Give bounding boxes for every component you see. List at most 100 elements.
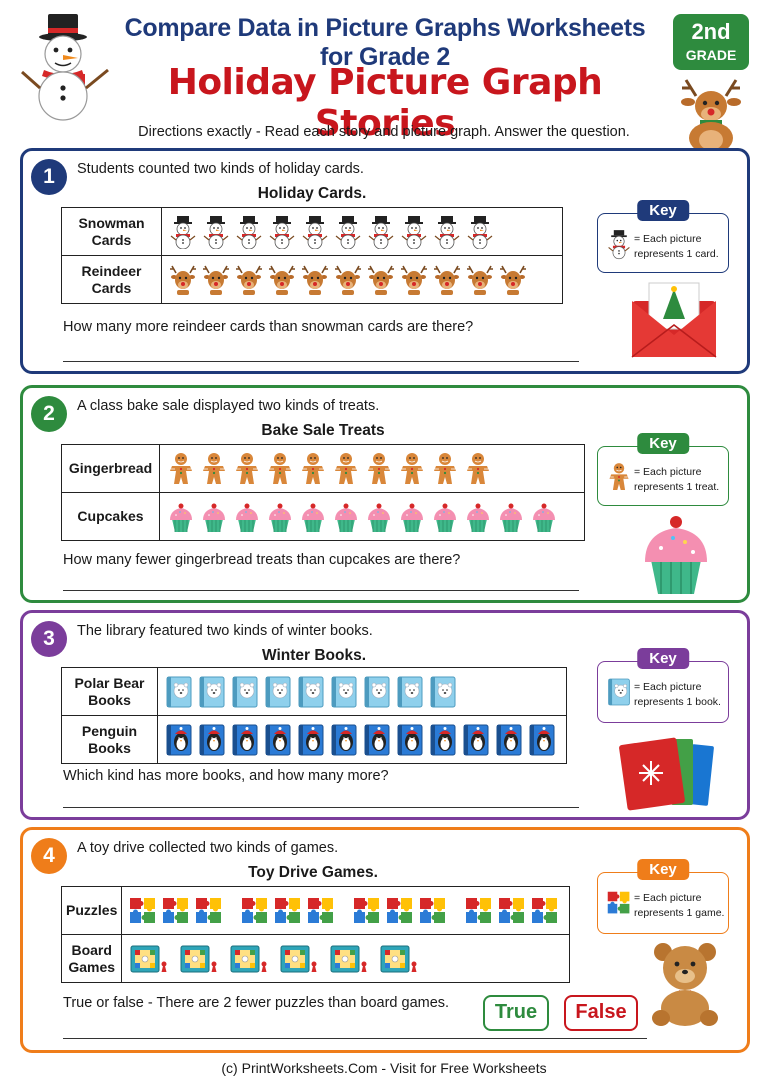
false-button[interactable]: False [564, 995, 638, 1031]
graph-title: Bake Sale Treats [261, 422, 385, 439]
gingerbread-icon [199, 452, 229, 486]
gingerbread-icon [298, 452, 328, 486]
snowman-icon [267, 215, 297, 249]
answer-line[interactable] [63, 807, 579, 808]
penguin-book-icon [329, 723, 359, 757]
true-button[interactable]: True [483, 995, 549, 1031]
gingerbread-icon [463, 452, 493, 486]
polar-bear-book-icon [428, 675, 458, 709]
cupcake-icon [331, 500, 361, 534]
board-game-icon [378, 942, 420, 976]
cupcake-icon [496, 500, 526, 534]
row-pictures [159, 492, 585, 541]
reindeer-illustration-icon [681, 79, 741, 154]
question-text: How many fewer gingerbread treats than c… [63, 552, 461, 568]
gingerbread-icon [606, 461, 632, 493]
worksheet-title: Holiday Picture Graph Stories [167, 62, 603, 144]
graph-title: Toy Drive Games. [248, 864, 378, 881]
penguin-book-icon [263, 723, 293, 757]
polar-bear-book-icon [263, 675, 293, 709]
snowman-icon [234, 215, 264, 249]
polar-bear-book-icon [230, 675, 260, 709]
penguin-book-icon [461, 723, 491, 757]
puzzle-icon [497, 894, 527, 928]
story-text: The library featured two kinds of winter… [77, 623, 373, 639]
grade-badge: 2nd GRADE [673, 14, 749, 70]
polar-bear-book-icon [395, 675, 425, 709]
answer-line[interactable] [63, 590, 579, 591]
question-text: Which kind has more books, and how many … [63, 768, 389, 784]
snowman-icon [168, 215, 198, 249]
problem-number: 3 [31, 621, 67, 657]
graph-row: Puzzles [60, 886, 571, 935]
row-pictures [161, 207, 563, 256]
reindeer-icon [399, 263, 429, 297]
cupcake-icon [166, 500, 196, 534]
grade-label: GRADE [685, 47, 737, 63]
key-tag: Key [637, 859, 689, 880]
penguin-book-icon [362, 723, 392, 757]
puzzle-icon [128, 894, 158, 928]
row-pictures [161, 255, 563, 304]
reindeer-icon [465, 263, 495, 297]
cupcake-illustration-icon [645, 516, 707, 594]
puzzle-icon [352, 894, 382, 928]
puzzle-icon [161, 894, 191, 928]
row-label: Puzzles [60, 886, 123, 935]
puzzle-icon [385, 894, 415, 928]
row-pictures [157, 667, 567, 716]
graph-row: Cupcakes [61, 492, 585, 541]
penguin-book-icon [197, 723, 227, 757]
cupcake-icon [529, 500, 559, 534]
snowman-icon [432, 215, 462, 249]
snowman-icon [333, 215, 363, 249]
cupcake-icon [265, 500, 295, 534]
reindeer-icon [498, 263, 528, 297]
reindeer-icon [201, 263, 231, 297]
puzzle-icon [240, 894, 270, 928]
polar-bear-book-icon [329, 675, 359, 709]
penguin-book-icon [395, 723, 425, 757]
snowman-icon [366, 215, 396, 249]
reindeer-icon [168, 263, 198, 297]
story-text: A toy drive collected two kinds of games… [77, 840, 339, 856]
snowman-icon [300, 215, 330, 249]
cupcake-icon [463, 500, 493, 534]
board-game-icon [228, 942, 270, 976]
board-game-icon [128, 942, 170, 976]
graph-title: Holiday Cards. [257, 185, 367, 202]
problem-number: 2 [31, 396, 67, 432]
question-text: How many more reindeer cards than snowma… [63, 319, 474, 335]
reindeer-icon [366, 263, 396, 297]
directions-text: Directions exactly - Read each story and… [138, 124, 630, 140]
snowman-illustration-icon [21, 14, 109, 121]
penguin-book-icon [164, 723, 194, 757]
answer-line[interactable] [63, 361, 579, 362]
key-tag: Key [637, 648, 689, 669]
puzzle-icon [464, 894, 494, 928]
teddy-bear-icon [652, 943, 718, 1026]
answer-line[interactable] [63, 1038, 647, 1039]
graph-title: Winter Books. [261, 647, 367, 664]
gingerbread-icon [331, 452, 361, 486]
key-tag: Key [637, 433, 689, 454]
graph-row: Gingerbread [61, 444, 585, 493]
snowman-icon [606, 228, 632, 260]
polar-bear-book-icon [362, 675, 392, 709]
problem-1: 1 Students counted two kinds of holiday … [20, 148, 750, 374]
snowman-icon [399, 215, 429, 249]
